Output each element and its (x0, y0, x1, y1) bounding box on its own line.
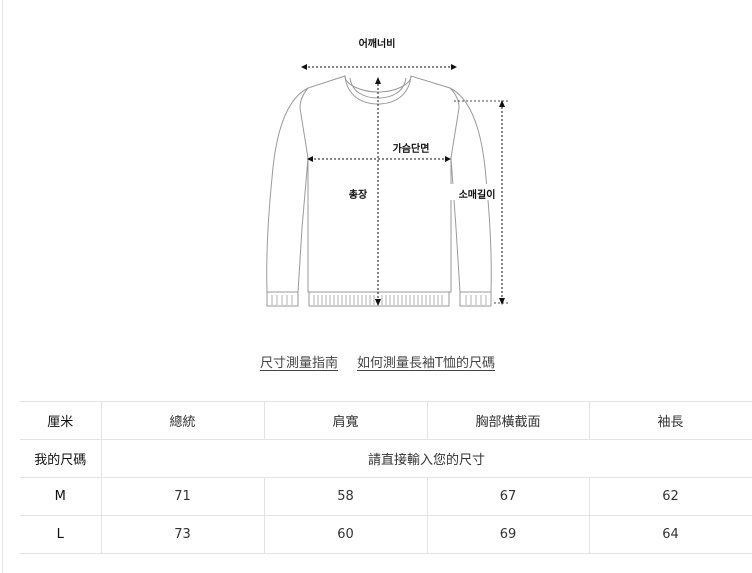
table-cell: 71 (100, 477, 265, 516)
arrow-up-icon (499, 100, 505, 107)
table-cell: 62 (588, 477, 752, 516)
sweater-body (299, 75, 460, 293)
table-header-row: 厘米 總統 肩寬 胸部橫截面 袖長 (20, 401, 752, 440)
right-cuff (459, 291, 492, 307)
sweater-right-sleeve (449, 87, 492, 293)
size-label: L (20, 515, 102, 554)
arrow-left-icon (301, 64, 307, 70)
header-total-length: 總統 (100, 401, 265, 440)
arrow-right-icon (445, 156, 451, 162)
sweater-illustration (266, 75, 492, 307)
header-shoulder: 肩寬 (263, 401, 428, 440)
arrow-down-icon (375, 299, 381, 306)
sweater-left-sleeve (266, 87, 309, 293)
table-cell: 67 (426, 477, 590, 516)
size-guide-link[interactable]: 尺寸測量指南 (260, 356, 339, 371)
my-size-input[interactable]: 請直接輸入您的尺寸 (100, 439, 752, 478)
howto-measure-link[interactable]: 如何測量長袖T恤的尺碼 (357, 356, 495, 371)
arrow-up-icon (375, 77, 381, 84)
chest-label: 가슴단면 (393, 142, 430, 155)
my-size-row: 我的尺碼 請直接輸入您的尺寸 (20, 439, 752, 478)
measurement-lines (304, 66, 508, 304)
sweater-hem (308, 291, 450, 307)
measurement-arrows (301, 64, 505, 306)
table-cell: 69 (426, 515, 590, 554)
size-diagram: 어깨너비 가슴단면 총장 소매길이 (266, 37, 508, 307)
header-chest: 胸部橫截面 (426, 401, 590, 440)
sleeve-label: 소매길이 (459, 188, 496, 201)
table-cell: 58 (263, 477, 428, 516)
size-label: M (20, 477, 102, 516)
table-row: M 71 58 67 62 (20, 477, 752, 516)
length-label: 총장 (349, 188, 368, 201)
arrow-left-icon (307, 156, 313, 162)
size-table: 厘米 總統 肩寬 胸部橫截面 袖長 我的尺碼 請直接輸入您的尺寸 M 71 58… (20, 401, 752, 554)
table-cell: 73 (100, 515, 265, 554)
header-sleeve: 袖長 (588, 401, 752, 440)
header-cm: 厘米 (20, 401, 102, 440)
table-row: L 73 60 69 64 (20, 515, 752, 554)
shoulder-label: 어깨너비 (359, 37, 396, 50)
left-cuff (266, 291, 299, 307)
table-cell: 64 (588, 515, 752, 554)
arrow-right-icon (451, 64, 457, 70)
page-left-border (2, 0, 3, 573)
arrow-down-icon (499, 298, 505, 305)
my-size-label: 我的尺碼 (20, 439, 102, 478)
table-cell: 60 (263, 515, 428, 554)
